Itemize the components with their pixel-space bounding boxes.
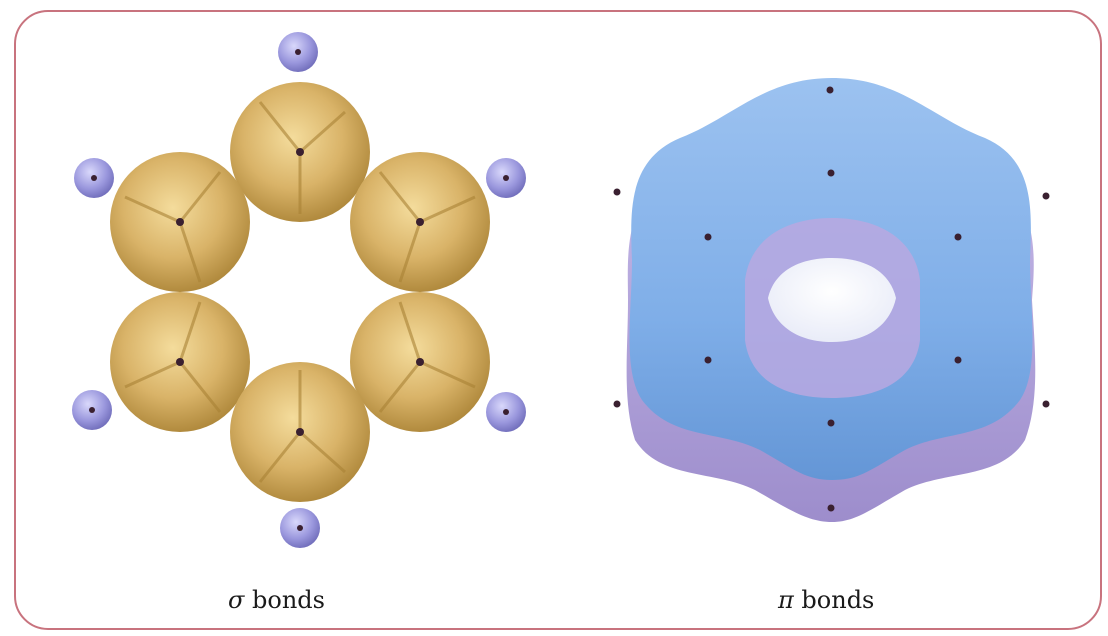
carbon-sigma-lobe-icon xyxy=(230,362,370,502)
sigma-bonds-caption: σ bonds xyxy=(228,586,325,614)
sigma-caption-text: bonds xyxy=(252,586,325,614)
pi-caption-text: bonds xyxy=(801,586,874,614)
pi-bonds-diagram xyxy=(614,78,1050,522)
carbon-sigma-lobe-icon xyxy=(110,152,250,292)
hydrogen-sphere-icon xyxy=(486,392,526,432)
sigma-symbol: σ xyxy=(228,586,244,614)
carbon-sigma-lobe-icon xyxy=(230,82,370,222)
carbon-sigma-lobe-icon xyxy=(350,292,490,432)
pi-bonds-caption: π bonds xyxy=(778,586,874,614)
carbon-sigma-lobe-icon xyxy=(350,152,490,292)
sigma-bonds-diagram xyxy=(72,32,526,548)
carbon-sigma-lobe-icon xyxy=(110,292,250,432)
hydrogen-sphere-icon xyxy=(278,32,318,72)
hydrogen-sphere-icon xyxy=(486,158,526,198)
pi-symbol: π xyxy=(778,586,794,614)
hydrogen-sphere-icon xyxy=(280,508,320,548)
hydrogen-sphere-icon xyxy=(74,158,114,198)
hydrogen-sphere-icon xyxy=(72,390,112,430)
